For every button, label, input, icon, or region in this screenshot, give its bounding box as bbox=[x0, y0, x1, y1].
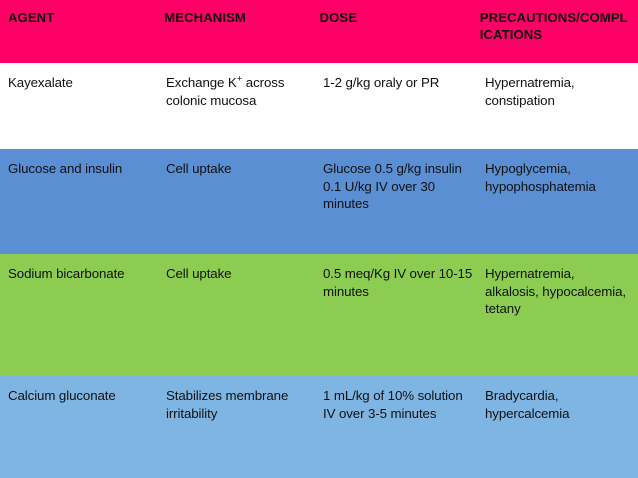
cell-mechanism: Stabilizes membrane irritability bbox=[166, 388, 289, 421]
cell-mechanism: Exchange K+ across colonic mucosa bbox=[166, 63, 323, 109]
table-header-row: AGENT MECHANISM DOSE PRECAUTIONS/COMPLIC… bbox=[0, 0, 638, 63]
cell-dose: Glucose 0.5 g/kg insulin 0.1 U/kg IV ove… bbox=[323, 161, 462, 212]
cell-dose: 1 mL/kg of 10% solution IV over 3-5 minu… bbox=[323, 388, 463, 421]
cell-dose: 1-2 g/kg oraly or PR bbox=[323, 75, 440, 90]
column-header-agent: AGENT bbox=[8, 10, 55, 25]
cell-precautions: Bradycardia, hypercalcemia bbox=[485, 388, 570, 421]
cell-precautions: Hypoglycemia, hypophosphatemia bbox=[485, 161, 596, 194]
table-row: Sodium bicarbonate Cell uptake 0.5 meq/K… bbox=[0, 254, 638, 376]
cell-agent: Glucose and insulin bbox=[8, 161, 123, 176]
cell-dose: 0.5 meq/Kg IV over 10-15 minutes bbox=[323, 266, 473, 299]
column-header-precautions: PRECAUTIONS/COMPLICATIONS bbox=[479, 10, 628, 43]
column-header-dose: DOSE bbox=[319, 10, 358, 25]
cell-mechanism: Cell uptake bbox=[166, 161, 232, 176]
cell-precautions: Hypernatremia, constipation bbox=[485, 75, 575, 108]
cell-mechanism: Cell uptake bbox=[166, 266, 232, 281]
table-row: Calcium gluconate Stabilizes membrane ir… bbox=[0, 376, 638, 478]
superscript-plus: + bbox=[236, 73, 243, 85]
cell-mechanism-suffix: across colonic mucosa bbox=[166, 75, 285, 108]
cell-precautions: Hypernatremia, alkalosis, hypocalcemia, … bbox=[485, 266, 626, 317]
cell-agent: Kayexalate bbox=[8, 75, 73, 90]
cell-mechanism-prefix: Exchange K bbox=[166, 75, 237, 90]
cell-agent: Sodium bicarbonate bbox=[8, 266, 125, 281]
table-row: Glucose and insulin Cell uptake Glucose … bbox=[0, 149, 638, 254]
column-header-mechanism: MECHANISM bbox=[164, 10, 246, 25]
cell-agent: Calcium gluconate bbox=[8, 388, 116, 403]
table-row: Kayexalate Exchange K+ across colonic mu… bbox=[0, 63, 638, 149]
